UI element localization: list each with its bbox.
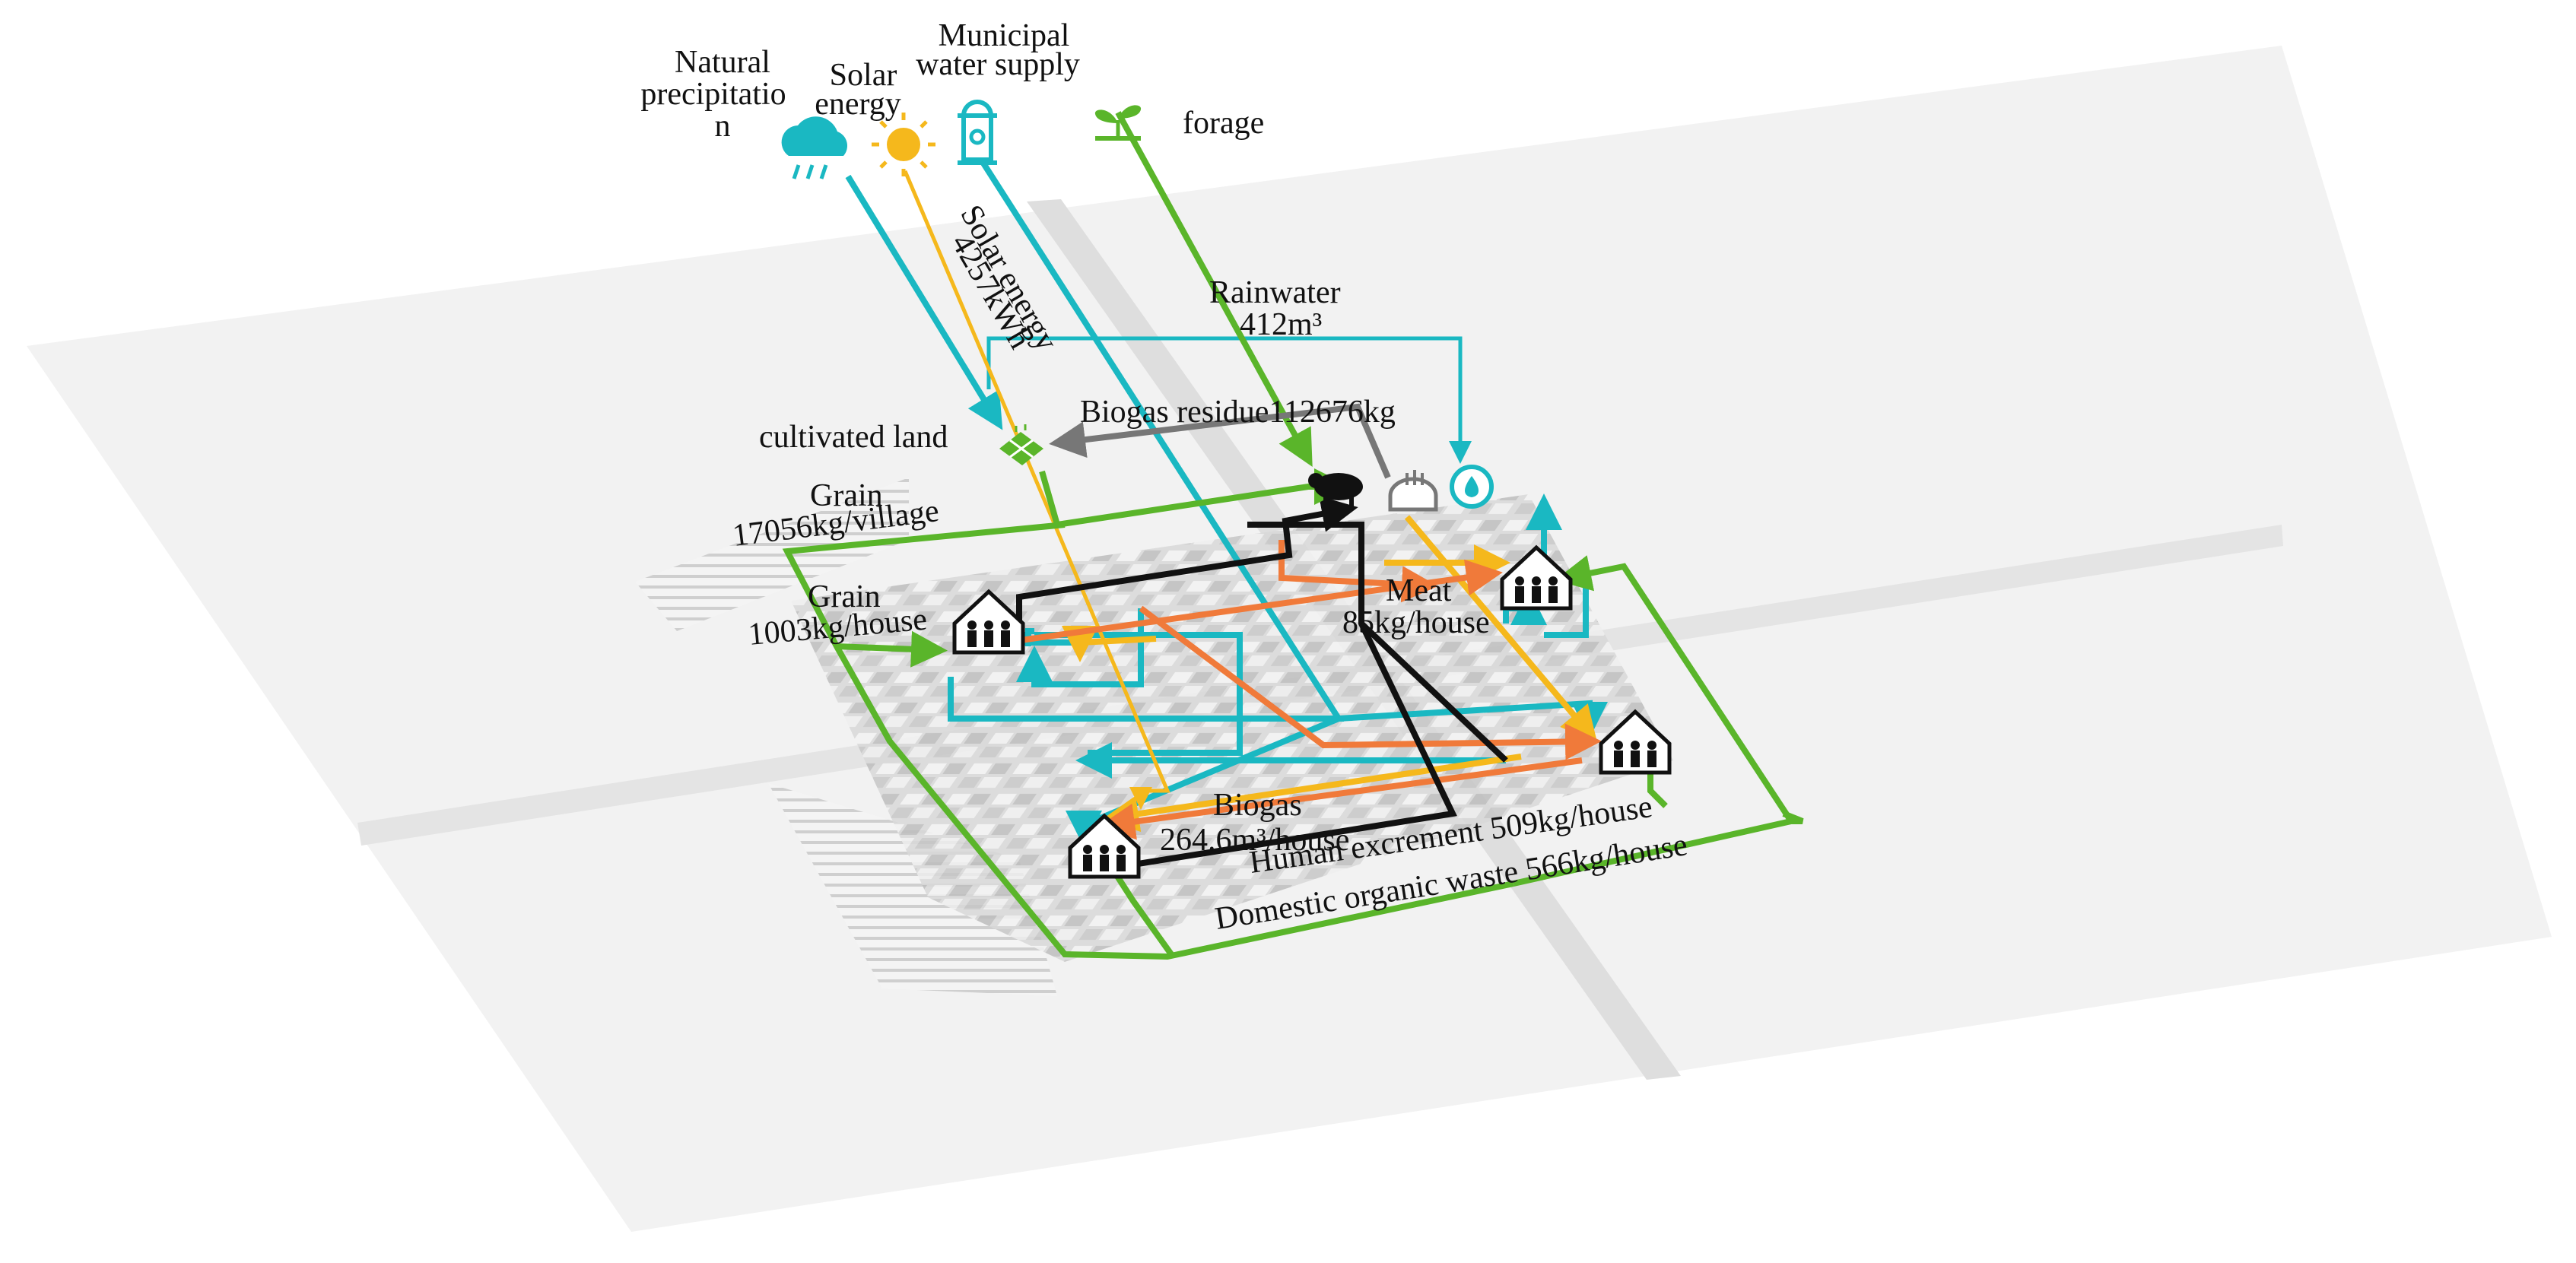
grain-to-west-house-arrow [836,630,948,668]
biogas-to-east-arrow [1139,605,1602,760]
excrement-to-digester-arrow [1016,496,1358,627]
biogas-digester-icon [1388,470,1438,512]
solar-to-east-house-arrow [1404,515,1598,744]
meat-label: Meat [1386,573,1452,608]
water-to-south-arrow [1066,716,1340,847]
grain-village-label: Grain [810,478,883,513]
biogas-residue-label: Biogas residue112676kg [1080,395,1396,430]
forage-label: forage [1183,106,1264,141]
farmland-icon [999,424,1043,465]
municipal-label-line1: Municipal [939,18,1070,53]
rainwater-label: Rainwater [1209,275,1341,310]
water-tank-icon [1450,465,1494,509]
biogas-return-arrow [1098,757,1583,840]
grain-house-label: Grain [808,579,881,614]
solar-flows [903,170,1598,833]
solar-return-arrow [1102,754,1522,833]
pig-icon [1308,473,1363,506]
stripe-field-bottom [768,783,1057,996]
stripe-field-top [635,478,909,631]
water-to-west-house-arrow [1016,608,1144,687]
biogas-label: Biogas [1213,788,1302,823]
excrement-east-line [1359,621,1508,763]
solar-source-label-line2: energy [815,87,901,122]
rainwater-value-label: 412m³ [1240,307,1322,342]
sun-icon [872,113,935,176]
solar-to-west-house-arrow [1062,626,1157,662]
biogas-residue-arrow [1049,403,1391,479]
cultivated-land-label: cultivated land [759,420,948,455]
forage-to-livestock-arrow [1115,111,1313,468]
municipal-water-line [948,157,1345,722]
precipitation-to-farmland-arrow [845,174,1003,430]
domestic-waste-return-arrow [1513,566,1804,887]
grain-loop-line [782,522,1514,960]
meat-value-label: 85kg/house [1342,605,1490,640]
rain-cloud-icon [781,116,848,179]
biogas-flows [1015,540,1602,840]
solar-source-label-line1: Solar [830,58,897,93]
biogas-digester-arrow [1278,540,1438,603]
fire-hydrant-icon [958,100,997,165]
biogas-value-label: 264.6m³/house [1160,823,1349,858]
sprout-icon [1094,105,1142,141]
municipal-label-line2: water supply [916,47,1080,82]
